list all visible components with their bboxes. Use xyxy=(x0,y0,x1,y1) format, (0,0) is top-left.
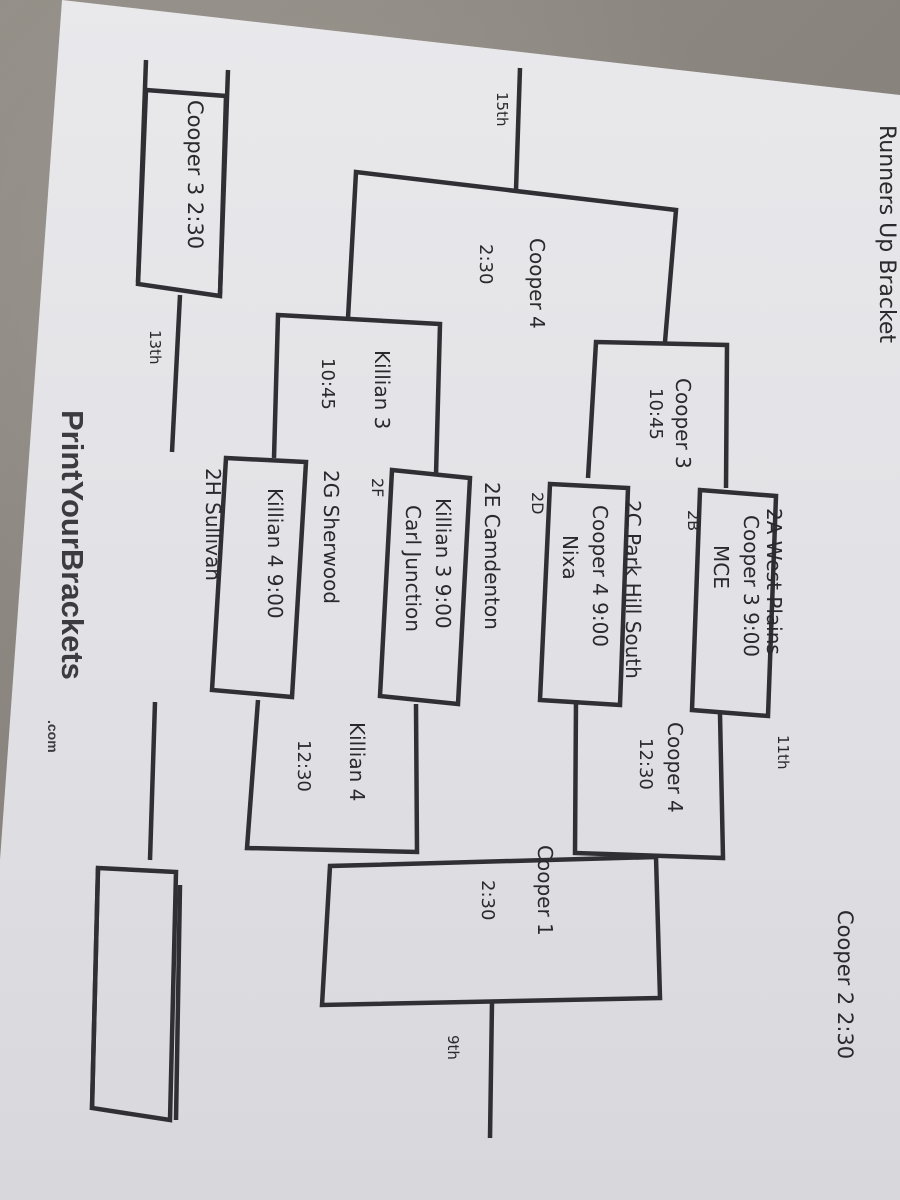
box-2e-2f xyxy=(377,467,473,707)
bracket-boxes xyxy=(89,87,779,1123)
round2-killian3-time: 10:45 xyxy=(317,358,338,410)
round2-cooper3-court: Cooper 3 xyxy=(671,378,695,469)
box-11th xyxy=(89,865,179,1123)
seed-2e: 2E Camdenton xyxy=(480,482,504,630)
box-2c-line1: Cooper 4 9:00 xyxy=(588,505,612,647)
final-bracket-top xyxy=(345,169,679,343)
round2-killian4-time: 12:30 xyxy=(293,740,314,792)
printyourbrackets-logo: PrintYourBrackets xyxy=(55,410,90,680)
seed-2d: 2D xyxy=(528,492,547,515)
semi-cooper4-time: 2:30 xyxy=(475,244,496,284)
bracket-killian3-1045 xyxy=(271,312,443,476)
box-2g-2h xyxy=(209,455,309,700)
line-15th xyxy=(513,67,523,191)
round2-killian3-court: Killian 3 xyxy=(370,350,394,429)
line-9th xyxy=(487,1001,495,1139)
logo-dot-com: .com xyxy=(45,720,61,753)
label-15th: 15th xyxy=(493,92,511,126)
seed-2b: 2B xyxy=(684,510,703,531)
seed-2a: 2A West Plains xyxy=(762,508,786,655)
bracket-killian4-1230 xyxy=(244,699,420,855)
box-13th-text: Cooper 3 2:30 xyxy=(183,100,207,249)
box-2a-2b xyxy=(689,487,779,719)
round2-killian4-court: Killian 4 xyxy=(345,722,369,801)
label-11th: 11th xyxy=(774,735,792,769)
box-2a-line2: MCE xyxy=(709,545,733,589)
line-11th-bottom xyxy=(173,884,183,1121)
round2-cooper4-time: 12:30 xyxy=(635,738,656,790)
label-9th: 9th xyxy=(444,1035,462,1060)
semi-cooper1-court: Cooper 1 xyxy=(533,845,557,936)
box-2g-line1: Killian 4 9:00 xyxy=(263,488,287,619)
box-2e-line2: Carl Junction xyxy=(401,505,425,632)
box-2a-line1: Cooper 3 9:00 xyxy=(739,515,763,657)
seed-2h: 2H Sullivan xyxy=(201,468,225,581)
box-2c-line2: Nixa xyxy=(558,535,582,580)
box-2e-line1: Killian 3 9:00 xyxy=(431,498,455,629)
bracket-cooper3-1045 xyxy=(585,339,730,489)
semi-cooper4-court: Cooper 4 xyxy=(525,238,549,329)
box-11th-text: Cooper 2 2:30 xyxy=(833,910,857,1059)
semi-cooper1-time: 2:30 xyxy=(477,880,498,920)
box-13th xyxy=(135,87,229,299)
seed-2c: 2C Park Hill South xyxy=(621,500,645,679)
line-11th-left xyxy=(147,701,158,861)
round2-cooper4-court: Cooper 4 xyxy=(663,722,687,813)
round2-cooper3-time: 10:45 xyxy=(645,388,666,440)
bracket-title: Runners Up Bracket xyxy=(874,125,899,343)
seed-2g: 2G Sherwood xyxy=(319,470,343,604)
seed-2f: 2F xyxy=(368,478,387,497)
line-13th-left xyxy=(169,294,183,453)
bracket-cooper4-1230 xyxy=(572,699,726,861)
label-13th: 13th xyxy=(146,330,164,364)
box-2c-2d xyxy=(537,481,631,708)
